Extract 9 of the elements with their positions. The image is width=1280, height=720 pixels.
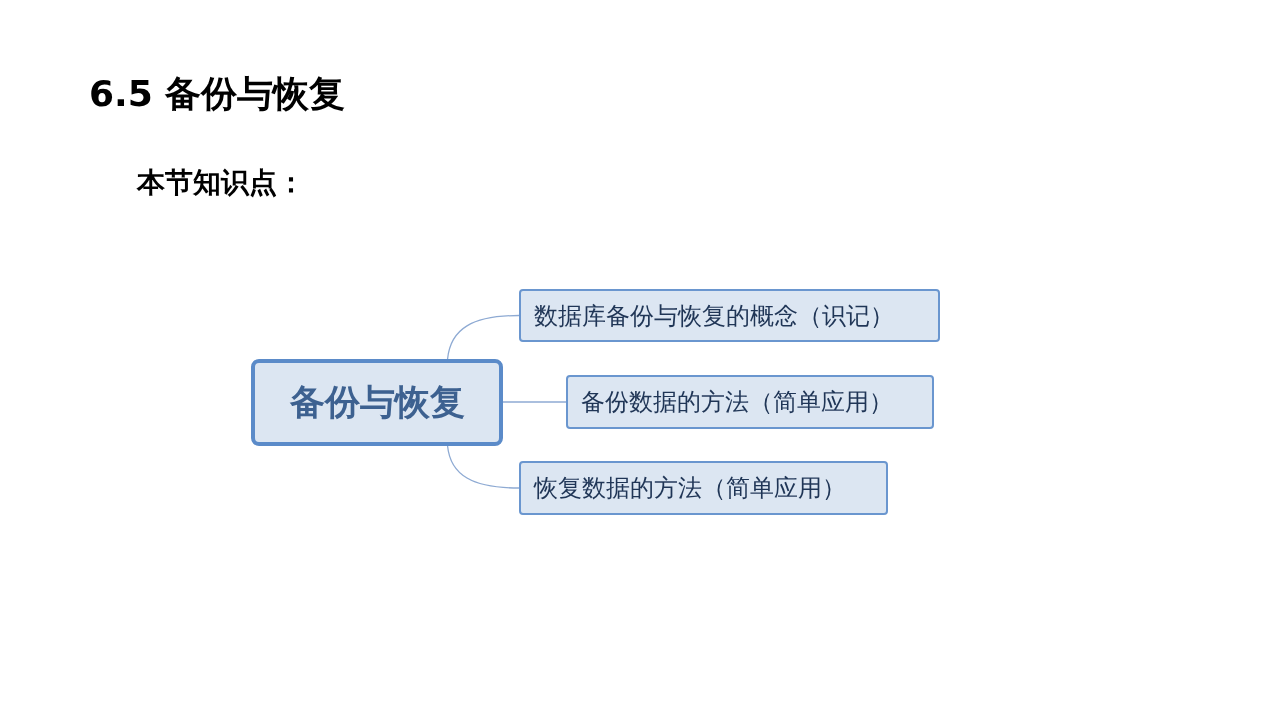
subtopic-box: 恢复数据的方法（简单应用） (519, 461, 888, 515)
subtopic-box: 备份数据的方法（简单应用） (566, 375, 934, 429)
subtopic-box: 数据库备份与恢复的概念（识记） (519, 289, 940, 342)
connector-line (446, 314, 520, 360)
connector-line (446, 445, 520, 489)
slide-title: 6.5 备份与恢复 (89, 72, 346, 116)
central-topic-box: 备份与恢复 (251, 359, 503, 446)
section-heading: 本节知识点： (137, 165, 305, 201)
connector-line (502, 401, 567, 403)
